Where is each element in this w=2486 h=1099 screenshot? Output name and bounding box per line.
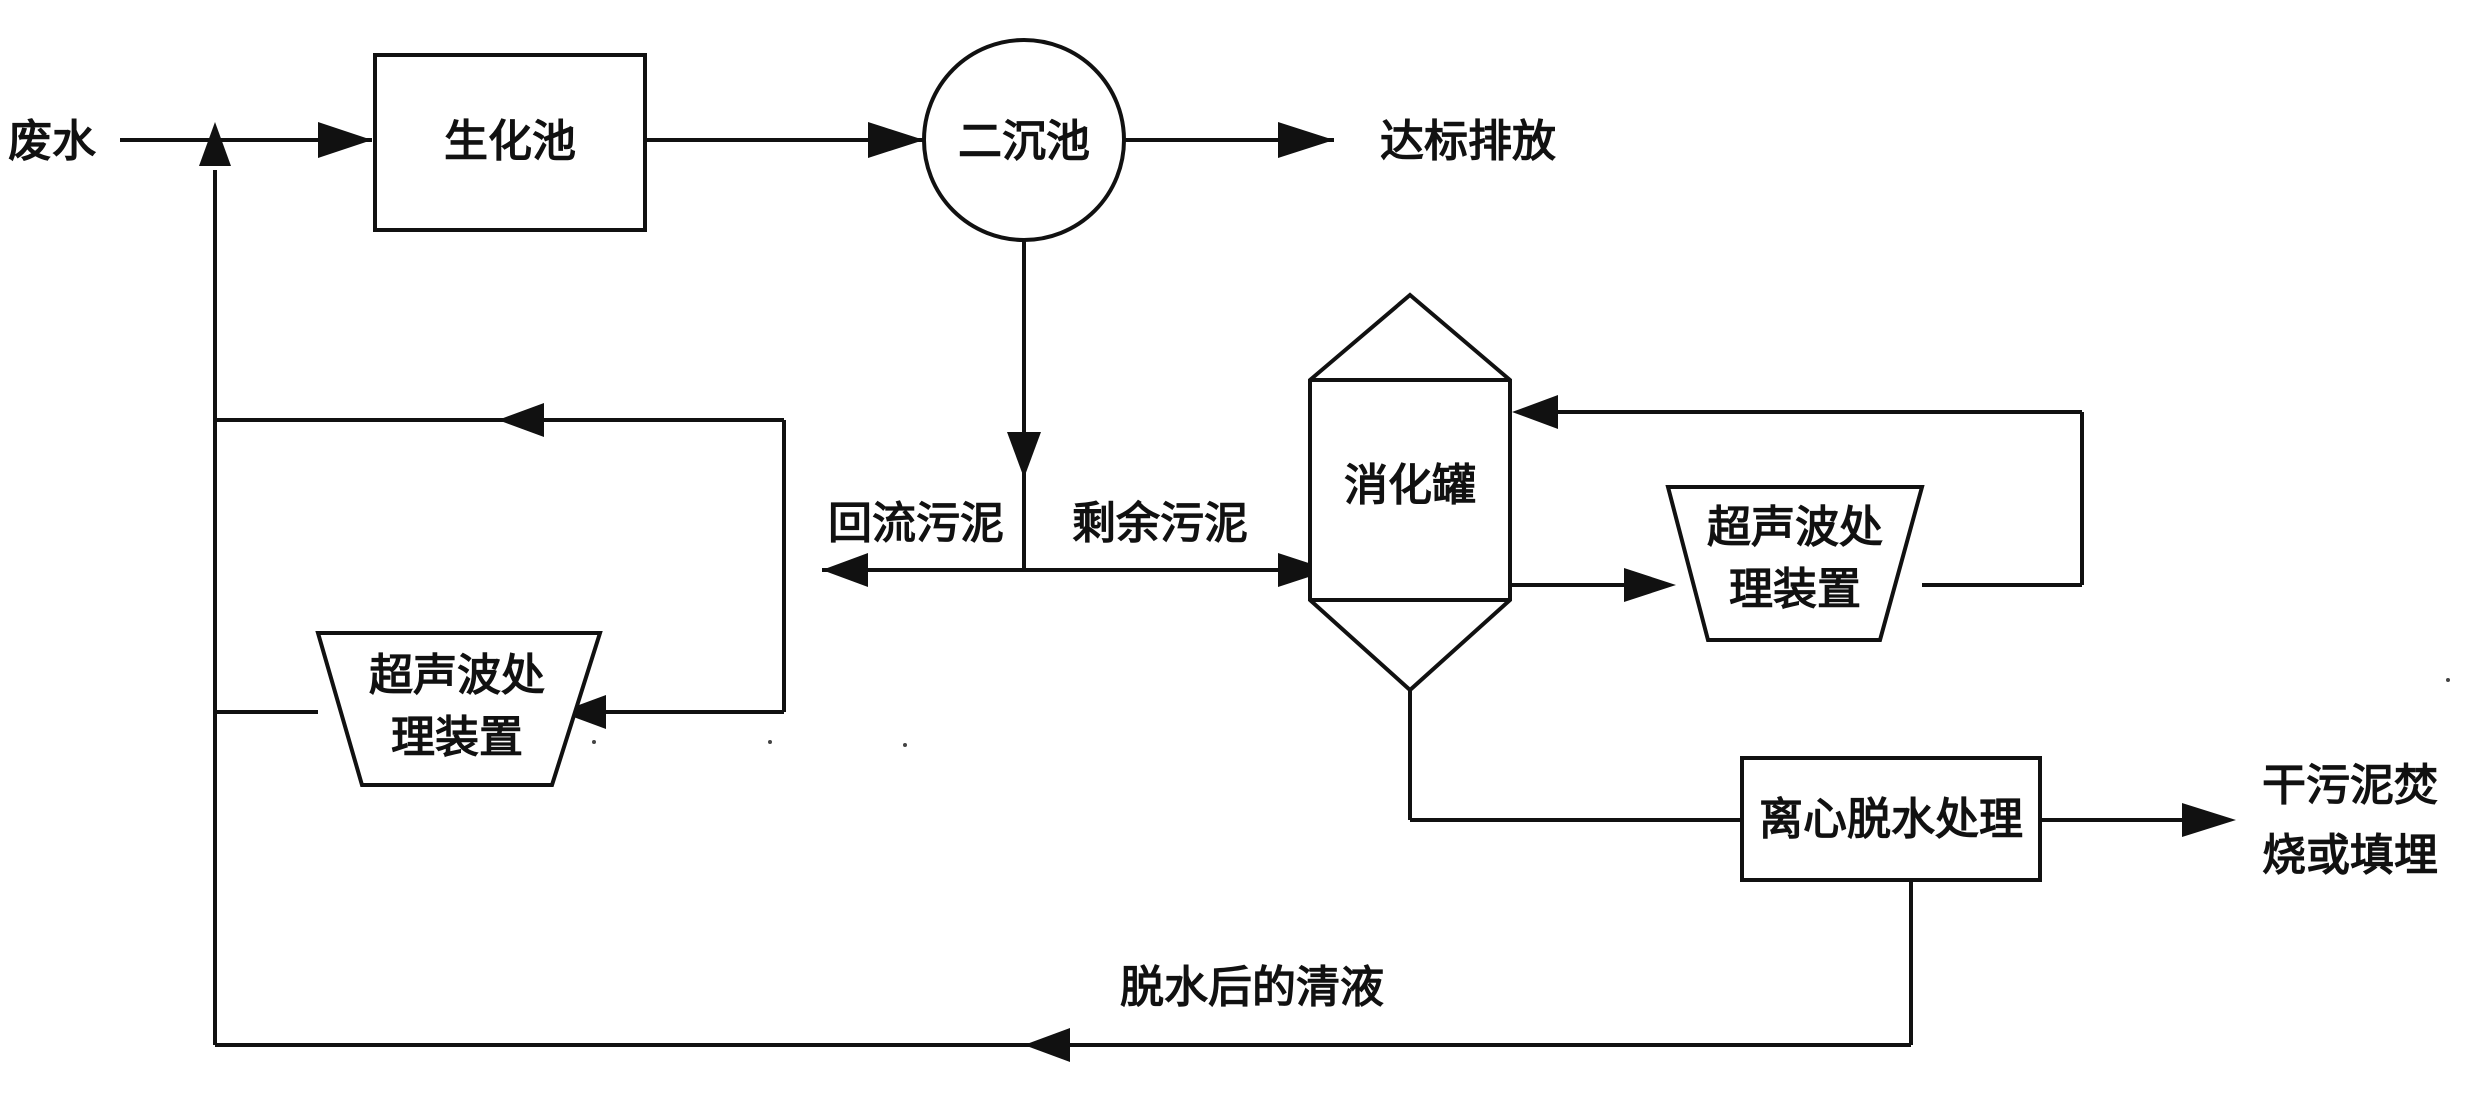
- arrow-return-sludge-left: [822, 553, 868, 587]
- scan-speck: [2446, 678, 2450, 682]
- arrow-into-right-ultrasonic: [1624, 568, 1676, 602]
- bio-tank-box: [373, 53, 647, 232]
- arrow-into-left-ultrasonic: [560, 695, 606, 729]
- arrow-left-loop-top: [498, 403, 544, 437]
- label-clear-liquid: 脱水后的清液: [1120, 962, 1384, 1013]
- arrowheads: [199, 122, 2236, 1062]
- flow-lines: [120, 138, 2222, 1047]
- label-disposal-line1: 干污泥焚: [2262, 760, 2438, 811]
- arrow-into-digester-top: [1512, 395, 1558, 429]
- label-centrifuge: 离心脱水处理: [1759, 794, 2023, 845]
- label-disposal-line2: 烧或填埋: [2262, 830, 2438, 881]
- secondary-clarifier-circle: [922, 38, 1126, 242]
- scan-speck: [903, 743, 907, 747]
- arrow-to-discharge: [1278, 122, 1334, 158]
- scan-speck: [592, 740, 596, 744]
- label-right-ultrasonic-line2: 理装置: [1729, 564, 1861, 615]
- arrow-clarifier-down: [1007, 432, 1041, 478]
- arrow-filtrate-left: [1024, 1028, 1070, 1062]
- label-secondary-clarifier: 二沉池: [958, 116, 1090, 167]
- label-left-ultrasonic-line1: 超声波处: [369, 650, 545, 701]
- label-excess-sludge: 剩余污泥: [1072, 498, 1248, 549]
- label-left-ultrasonic-line2: 理装置: [391, 712, 523, 763]
- centrifuge-box: [1740, 756, 2042, 882]
- arrow-excess-sludge-right: [1278, 553, 1330, 587]
- label-return-sludge: 回流污泥: [828, 498, 1004, 549]
- label-bio-tank: 生化池: [444, 116, 576, 167]
- label-discharge: 达标排放: [1380, 116, 1556, 167]
- arrow-to-disposal: [2182, 803, 2236, 837]
- label-wastewater: 废水: [8, 116, 97, 167]
- label-right-ultrasonic-line1: 超声波处: [1707, 502, 1883, 553]
- scan-speck: [768, 740, 772, 744]
- left-ultrasonic-device: [315, 631, 603, 787]
- arrow-main-return-up: [199, 122, 231, 166]
- arrow-into-bio-tank: [318, 122, 372, 158]
- right-ultrasonic-device: [1665, 485, 1925, 642]
- label-digester: 消化罐: [1344, 460, 1476, 511]
- arrow-into-clarifier: [868, 122, 924, 158]
